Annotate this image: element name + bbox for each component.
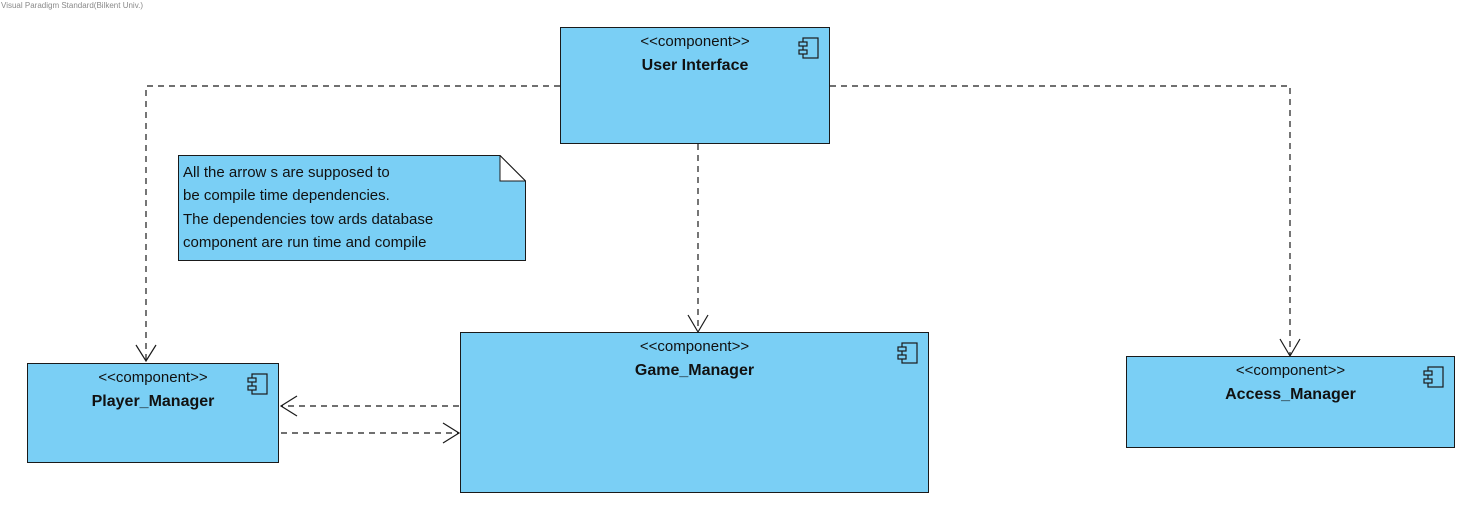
component-icon: [247, 373, 268, 395]
stereotype-label: <<component>>: [1235, 362, 1346, 379]
component-player-manager[interactable]: <<component>> Player_Manager: [27, 363, 279, 463]
note-text: All the arrow s are supposed to be compi…: [183, 161, 433, 254]
note-line: All the arrow s are supposed to: [183, 164, 390, 181]
component-name: Game_Manager: [634, 362, 755, 379]
component-game-manager[interactable]: <<component>> Game_Manager: [460, 332, 929, 493]
dependency-ui-to-player[interactable]: [145, 85, 560, 360]
component-user-interface[interactable]: <<component>> User Interface: [560, 27, 830, 144]
note-line: The dependencies tow ards database: [183, 210, 434, 228]
component-icon: [897, 342, 918, 364]
arrowhead-game-side: [442, 422, 461, 444]
arrowhead-player: [135, 344, 157, 363]
component-icon: [1423, 366, 1444, 388]
watermark: Visual Paradigm Standard(Bilkent Univ.): [1, 1, 143, 10]
component-access-manager[interactable]: <<component>> Access_Manager: [1126, 356, 1455, 448]
note-shape: [178, 155, 526, 261]
note-line: be compile time dependencies.: [183, 187, 390, 205]
stereotype-label: <<component>>: [639, 338, 750, 355]
stereotype-label: <<component>>: [98, 369, 208, 386]
note-line: component are run time and compile: [183, 233, 427, 251]
arrowhead-player-side: [279, 395, 298, 417]
stereotype-label: <<component>>: [640, 33, 750, 50]
dependency-ui-to-access[interactable]: [830, 85, 1291, 355]
component-name: User Interface: [641, 57, 749, 74]
component-icon: [798, 37, 819, 59]
component-name: Access_Manager: [1225, 386, 1356, 403]
component-name: Player_Manager: [91, 393, 215, 410]
